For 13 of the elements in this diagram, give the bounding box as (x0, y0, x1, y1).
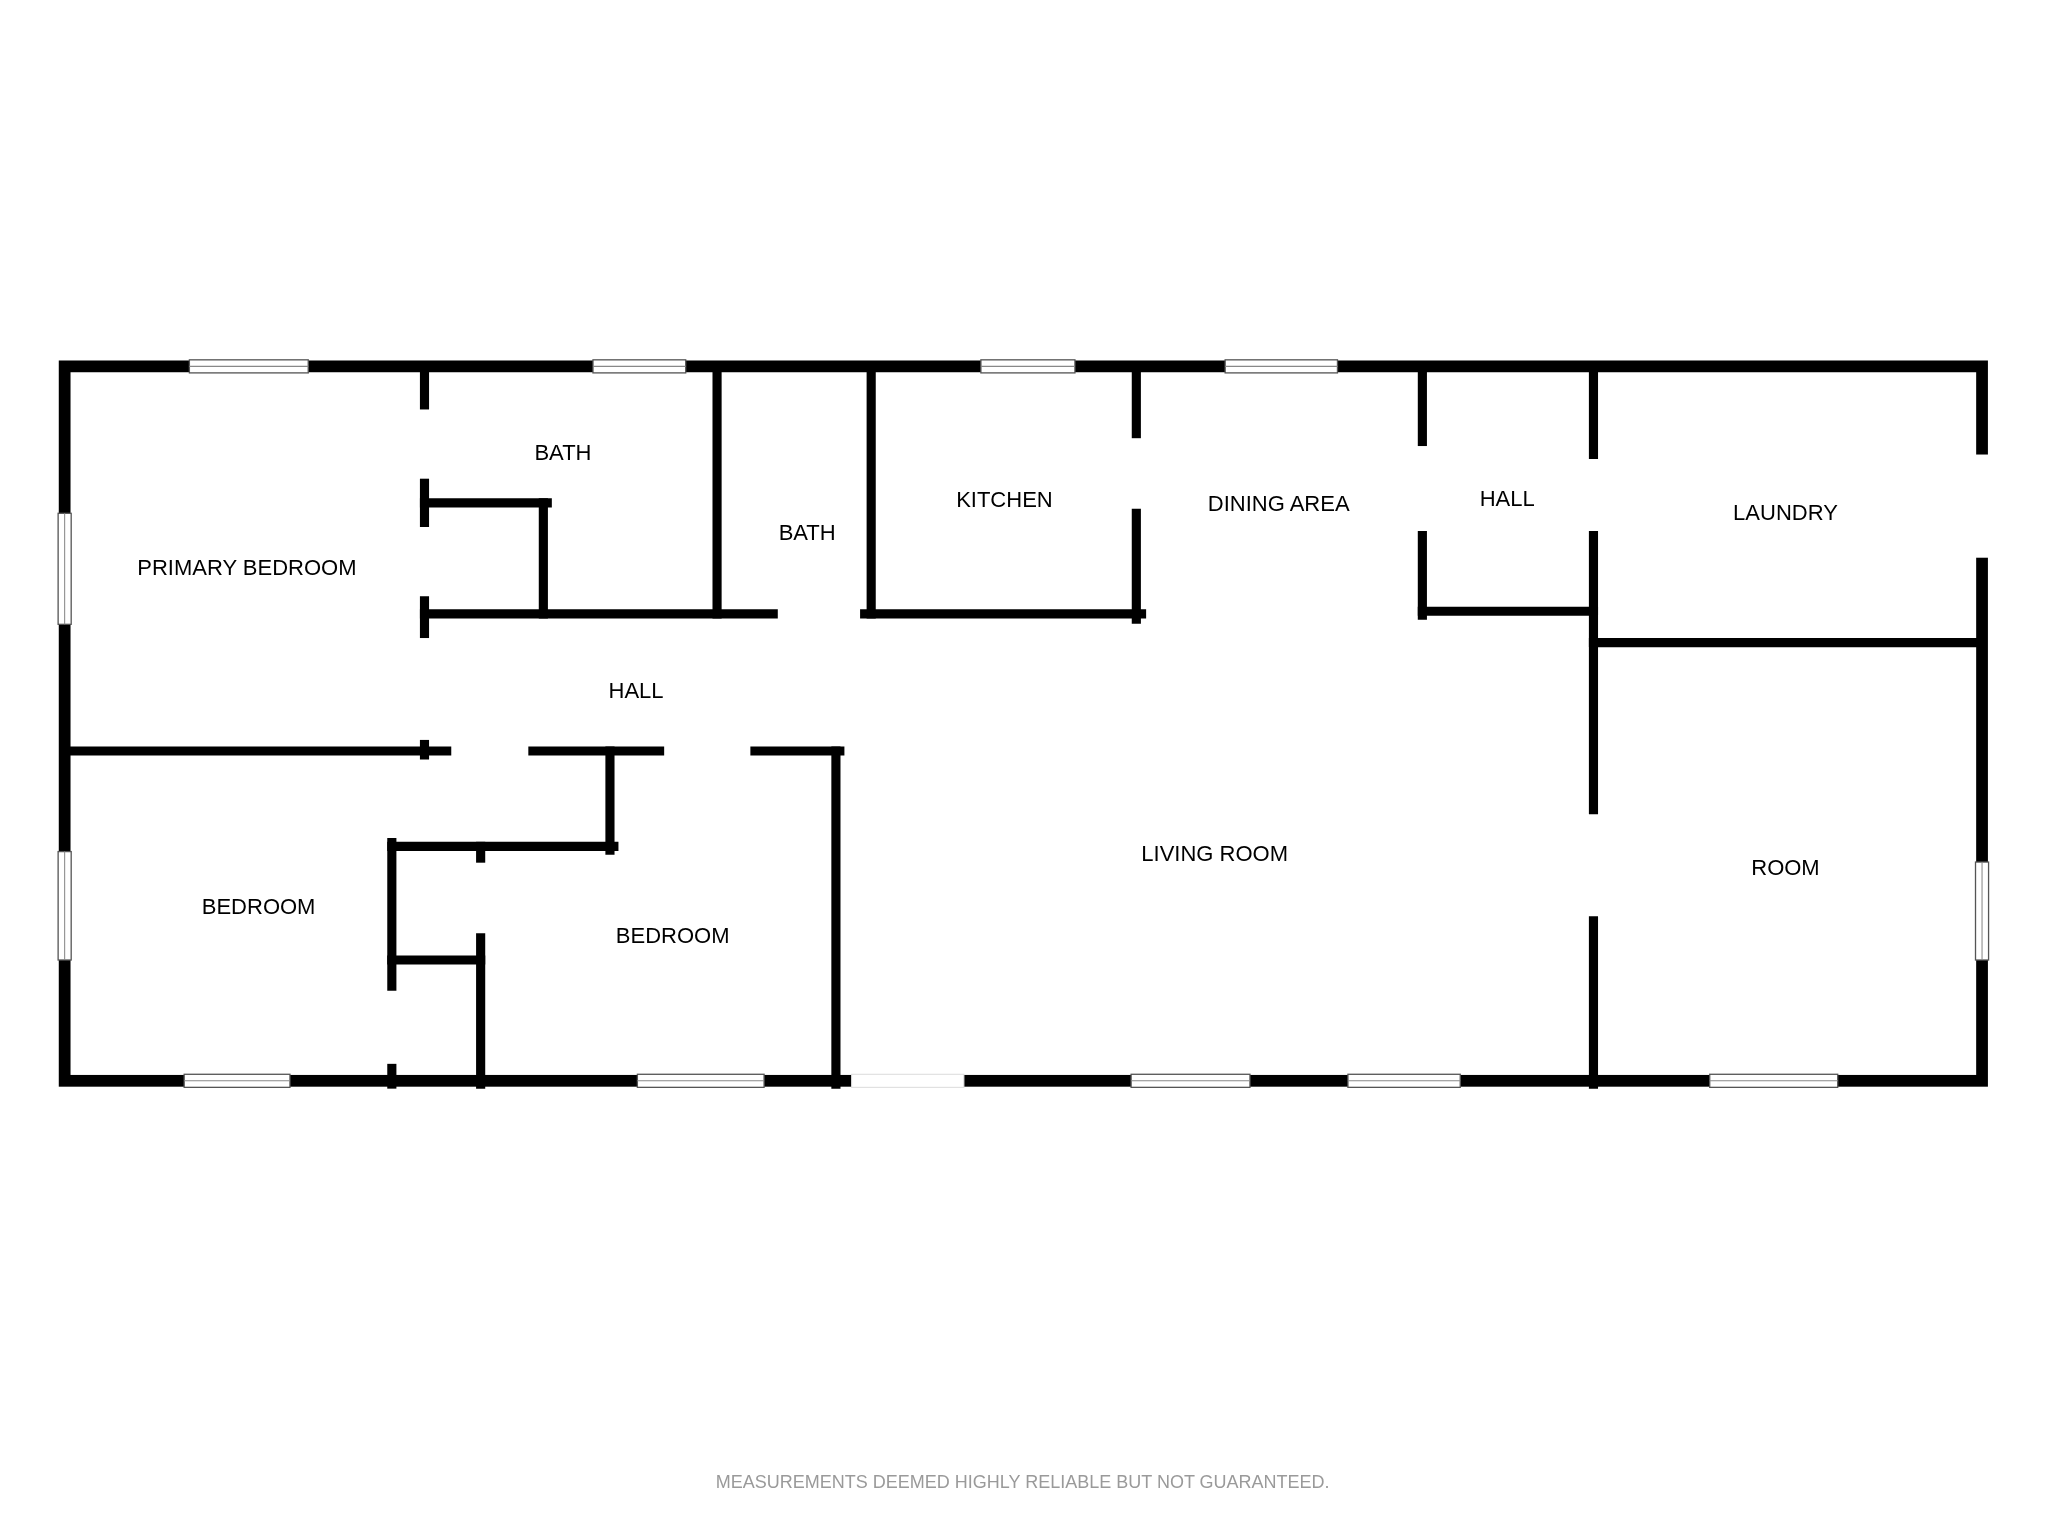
room-label: HALL (608, 676, 664, 705)
room-label: HALL (1479, 484, 1535, 513)
room-label: ROOM (1751, 853, 1820, 882)
room-label: BEDROOM (615, 921, 730, 950)
disclaimer-note: MEASUREMENTS DEEMED HIGHLY RELIABLE BUT NOT GUARANTEED. (715, 1470, 1330, 1494)
room-label: LIVING ROOM (1141, 839, 1289, 868)
room-label: BATH (778, 518, 836, 547)
room-label: PRIMARY BEDROOM (137, 553, 357, 582)
room-label: LAUNDRY (1733, 498, 1838, 527)
room-label: BEDROOM (201, 892, 316, 921)
room-label: BATH (534, 438, 592, 467)
room-label: KITCHEN (956, 485, 1053, 514)
room-label: DINING AREA (1207, 489, 1350, 518)
